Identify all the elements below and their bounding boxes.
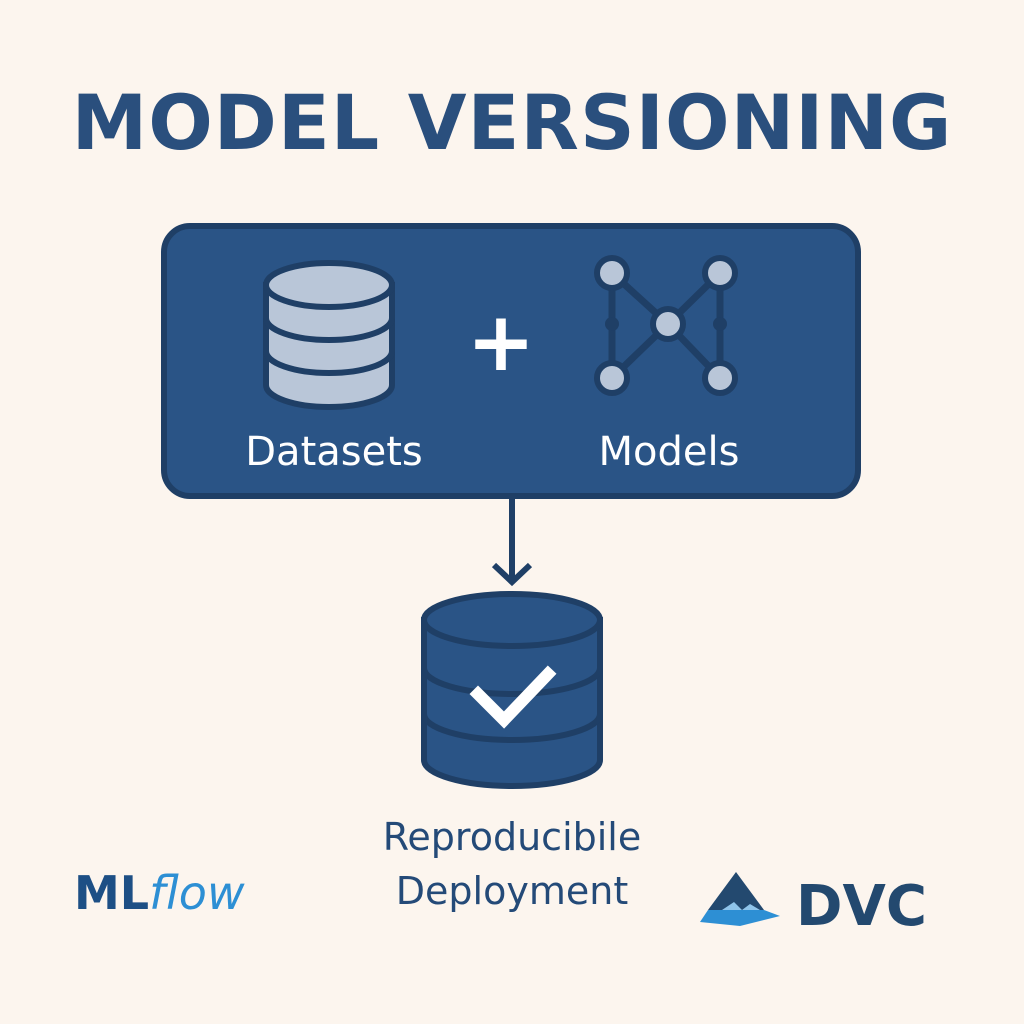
dvc-logo-icon: [700, 872, 780, 926]
mlflow-logo: MLflow: [74, 870, 245, 916]
page-title: MODEL VERSIONING: [71, 78, 953, 167]
result-label-line1: Reproducibile: [382, 815, 642, 859]
result-label: Reproducibile Deployment: [262, 810, 762, 918]
neural-network-icon: [594, 255, 738, 396]
plus-symbol: +: [467, 295, 536, 390]
mlflow-logo-ml: ML: [74, 866, 150, 920]
result-label-line2: Deployment: [395, 869, 629, 913]
datasets-label: Datasets: [245, 429, 422, 475]
database-icon: [263, 260, 395, 410]
dvc-logo-text: DVC: [796, 874, 927, 939]
flow-arrow: [491, 498, 533, 587]
database-check-icon: [421, 591, 603, 789]
mlflow-logo-flow: flow: [149, 866, 245, 920]
models-label: Models: [599, 429, 740, 475]
checkmark-icon: [469, 665, 557, 729]
